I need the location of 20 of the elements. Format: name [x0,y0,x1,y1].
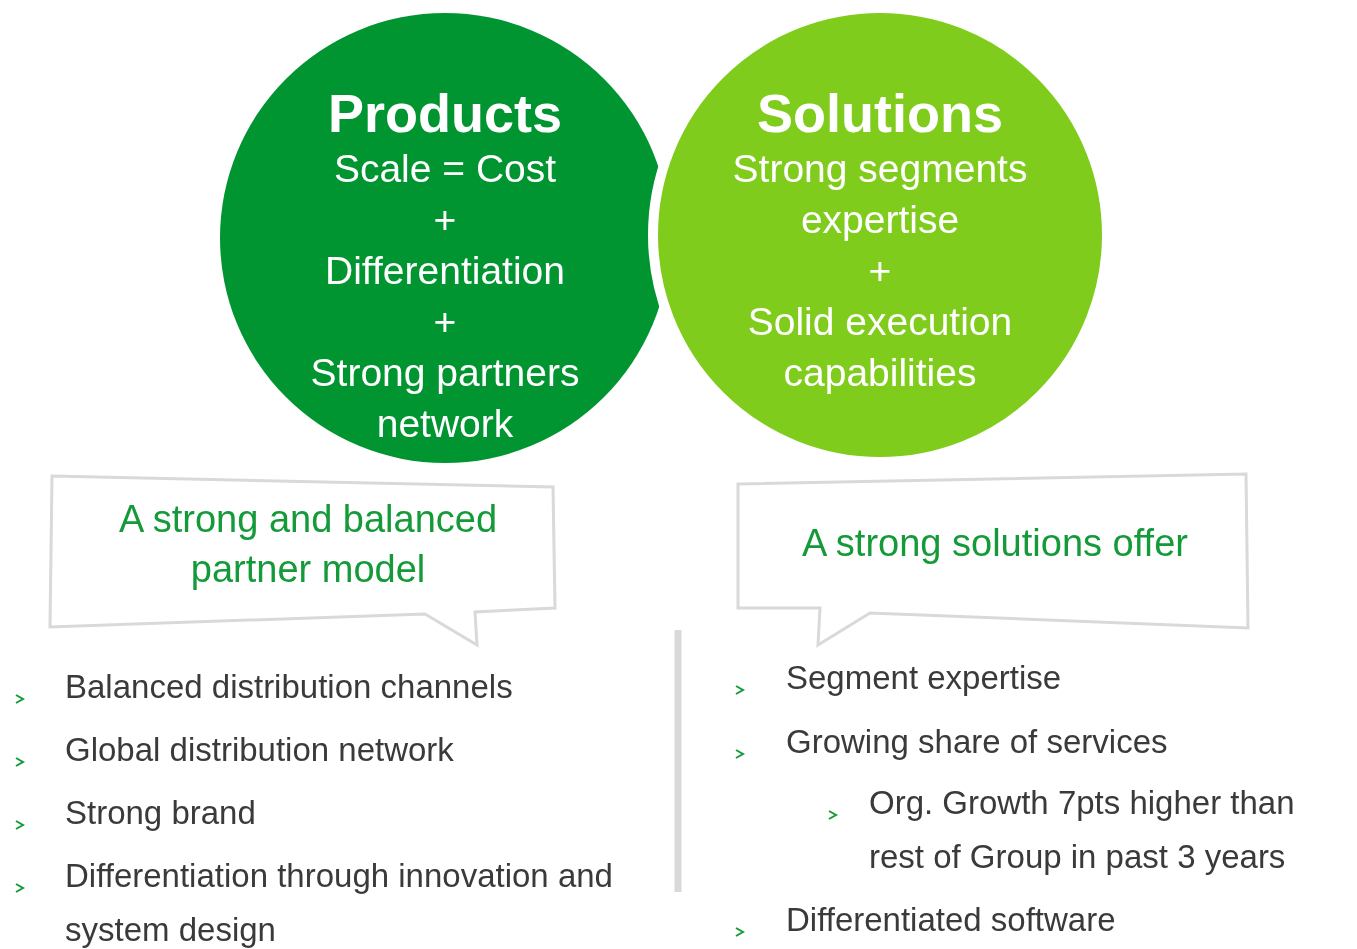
callout-text: A strong solutions offer [801,521,1189,566]
circle-text: Strong segments expertise [731,146,1029,243]
circle-text: Strong partners network [309,350,581,447]
circle-text: Solid execution capabilities [746,299,1014,396]
bullet-text: Strong brand [65,793,256,833]
bullet-text: Global distribution network [65,730,454,770]
circle-heading: Products [327,83,562,143]
bullet-text: Differentiated software [786,900,1116,940]
circle-text: Scale = Cost [333,146,557,192]
bullet-text: Growing share of services [786,722,1168,762]
bullet-text: Balanced distribution channels [65,667,513,707]
bullet-text: Segment expertise [786,658,1062,698]
plus-sign: + [433,197,457,243]
plus-sign: + [433,299,457,345]
bullet-text: Org. Growth 7pts higher than rest of Group in past 3 years [869,783,1296,877]
circle-text: Differentiation [325,248,565,294]
callout-text: A strong and balanced partner model [117,497,499,592]
bullet-text: Differentiation through innovation and system design [65,856,614,949]
plus-sign: + [868,248,892,294]
circle-heading: Solutions [757,83,1003,143]
